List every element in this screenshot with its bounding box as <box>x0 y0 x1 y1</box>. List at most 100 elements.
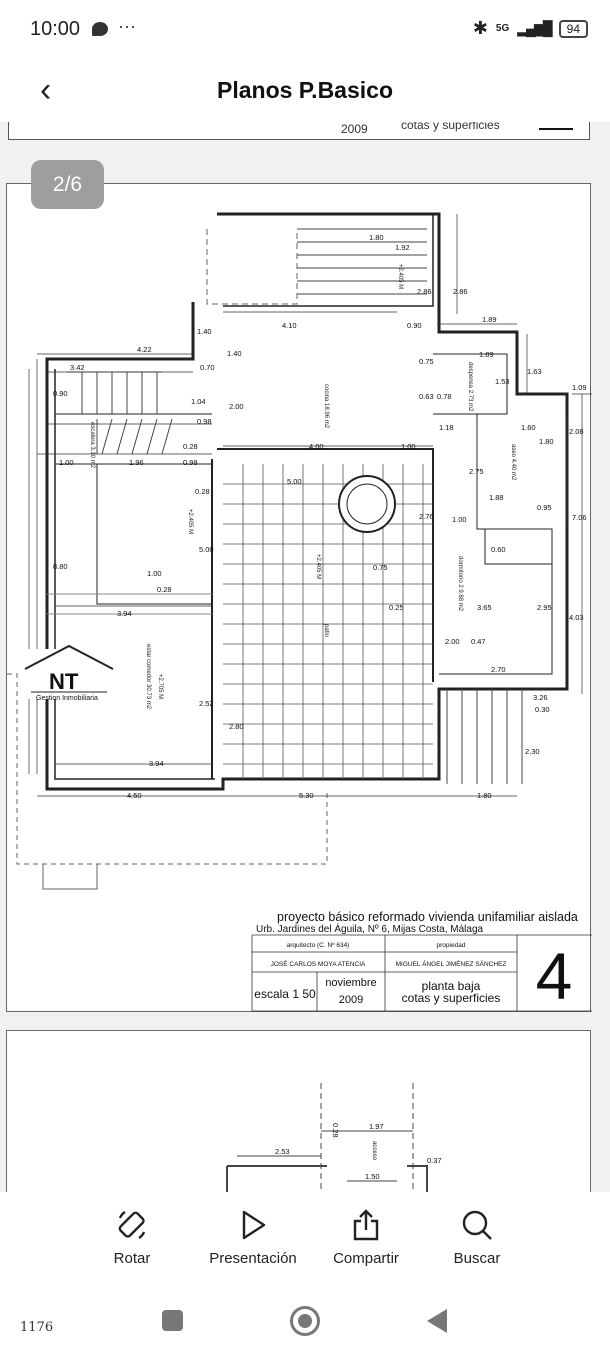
dim: 0.28 <box>331 1123 340 1138</box>
dim: 1.92 <box>395 243 410 252</box>
scale: escala 1 50 <box>254 987 316 1001</box>
dim: 3.94 <box>117 609 132 618</box>
dim: 5.00 <box>287 477 302 486</box>
logo-tagline: Gestion Inmobiliaria <box>36 695 98 702</box>
share-button[interactable]: Compartir <box>306 1208 426 1267</box>
next-plan-page: 1.97 2.53 1.50 0.37 0.28 acceso <box>6 1030 591 1192</box>
project-title: proyecto básico reformado vivienda unifa… <box>277 910 578 924</box>
project-address: Urb. Jardines del Águila, Nº 6, Mijas Co… <box>256 922 484 935</box>
dim: 0.90 <box>407 321 422 330</box>
rotate-button[interactable]: Rotar <box>72 1208 192 1267</box>
dim: 1.04 <box>191 397 206 406</box>
dim: 2.30 <box>525 747 540 756</box>
dim: 1.40 <box>197 327 212 336</box>
presentation-label: Presentación <box>209 1250 297 1267</box>
floor-plan-drawing: 1.80 1.92 2.86 2.86 4.10 0.90 1.89 1.40 … <box>7 212 597 1013</box>
room-label-aseo: aseo 4.40 m2 <box>510 444 516 481</box>
dim: 0.98 <box>197 417 212 426</box>
dim: 3.65 <box>477 603 492 612</box>
clock: 10:00 <box>30 18 81 40</box>
dim: 1.00 <box>401 442 416 451</box>
more-notifications-icon: ··· <box>118 16 136 36</box>
search-button[interactable]: Buscar <box>417 1208 537 1267</box>
prev-year: 2009 <box>341 122 368 136</box>
drawing-name: planta baja <box>422 979 481 993</box>
system-nav-bar: 1176 <box>0 1290 610 1356</box>
dim: 0.70 <box>200 363 215 372</box>
back-button[interactable]: ‹ <box>40 71 52 109</box>
dim: 2.80 <box>229 722 244 731</box>
dim: 0.28 <box>195 487 210 496</box>
architect-name: JOSÉ CARLOS MOYA ATENCIA <box>271 959 366 968</box>
dim: 2.08 <box>569 427 584 436</box>
architect-label: arquitecto (C. Nº 634) <box>287 942 350 949</box>
dim: 2.00 <box>445 637 460 646</box>
dim: 5.30 <box>299 791 314 800</box>
dim: 1.00 <box>147 569 162 578</box>
share-label: Compartir <box>333 1250 399 1267</box>
pdf-viewer[interactable]: 2009 cotas y superficies 2/6 <box>0 122 610 1192</box>
dim: 1.80 <box>477 791 492 800</box>
dim: 1.89 <box>482 315 497 324</box>
dim: 0.60 <box>491 545 506 554</box>
rotate-icon <box>118 1210 146 1240</box>
dim: 2.75 <box>469 467 484 476</box>
rotate-label: Rotar <box>113 1250 151 1267</box>
dim: 0.90 <box>53 389 68 398</box>
dim: 1.97 <box>369 1122 384 1131</box>
room-label-patio: patio <box>323 624 329 638</box>
dim: 1.09 <box>572 383 587 392</box>
message-notification-icon <box>92 22 108 36</box>
dim: 1.00 <box>452 515 467 524</box>
owner-name: MIGUEL ÁNGEL JIMÉNEZ SÁNCHEZ <box>396 959 507 968</box>
search-label: Buscar <box>453 1250 501 1267</box>
signal-icon: ▂▄▆█ <box>517 20 552 36</box>
dim: 2.86 <box>417 287 432 296</box>
dim: 4.03 <box>569 613 584 622</box>
room-label-escalera: escalera 3.10 m2 <box>89 422 95 469</box>
bluetooth-icon: ✱ <box>472 18 488 38</box>
sheet-number: 4 <box>536 939 573 1013</box>
dim: 2.76 <box>419 512 434 521</box>
dim: 2.53 <box>275 1147 290 1156</box>
bottom-toolbar: Rotar Presentación Compartir Buscar <box>0 1192 610 1288</box>
dim: 0.98 <box>183 458 198 467</box>
dimension-labels: 1.80 1.92 2.86 2.86 4.10 0.90 1.89 1.40 … <box>53 233 587 800</box>
back-nav-button[interactable] <box>427 1309 447 1333</box>
battery-level: 94 <box>558 19 588 38</box>
dim: 0.75 <box>419 357 434 366</box>
dim: 3.42 <box>70 363 85 372</box>
recents-button[interactable] <box>162 1310 183 1331</box>
share-icon <box>353 1209 379 1241</box>
dim: 2.95 <box>537 603 552 612</box>
title-block: proyecto básico reformado vivienda unifa… <box>251 910 592 1013</box>
dim: 1.96 <box>129 458 144 467</box>
previous-page-fragment: 2009 cotas y superficies <box>8 122 590 140</box>
room-label-estar: estar comedor 30.73 m2 <box>145 644 151 710</box>
dim: 8.80 <box>53 562 68 571</box>
level-mark: +2.405 M <box>397 264 403 289</box>
dim: 0.75 <box>373 563 388 572</box>
dim: 0.28 <box>157 585 172 594</box>
dim: 0.95 <box>537 503 552 512</box>
dim: 1.88 <box>489 493 504 502</box>
network-type: 5G <box>495 23 510 34</box>
room-label-despensa: despensa 2.73 m2 <box>467 362 473 412</box>
divider <box>539 128 573 130</box>
dim: 0.25 <box>389 603 404 612</box>
month: noviembre <box>325 977 376 989</box>
dim: 0.37 <box>427 1156 442 1165</box>
nt-logo: NT Gestion Inmobiliaria <box>24 644 114 702</box>
room-label: acceso <box>371 1141 377 1161</box>
plan-page: 1.80 1.92 2.86 2.86 4.10 0.90 1.89 1.40 … <box>6 183 597 1013</box>
year: 2009 <box>339 994 363 1006</box>
room-label-dormitorio: dormitorio 2 9.88 m2 <box>457 556 463 612</box>
dim: 2.70 <box>491 665 506 674</box>
home-button[interactable] <box>290 1306 320 1336</box>
presentation-button[interactable]: Presentación <box>193 1208 313 1267</box>
dim: 1.00 <box>59 458 74 467</box>
dim: 1.80 <box>539 437 554 446</box>
nav-counter: 1176 <box>20 1320 54 1335</box>
dim: 1.63 <box>527 367 542 376</box>
dim: 5.00 <box>199 545 214 554</box>
